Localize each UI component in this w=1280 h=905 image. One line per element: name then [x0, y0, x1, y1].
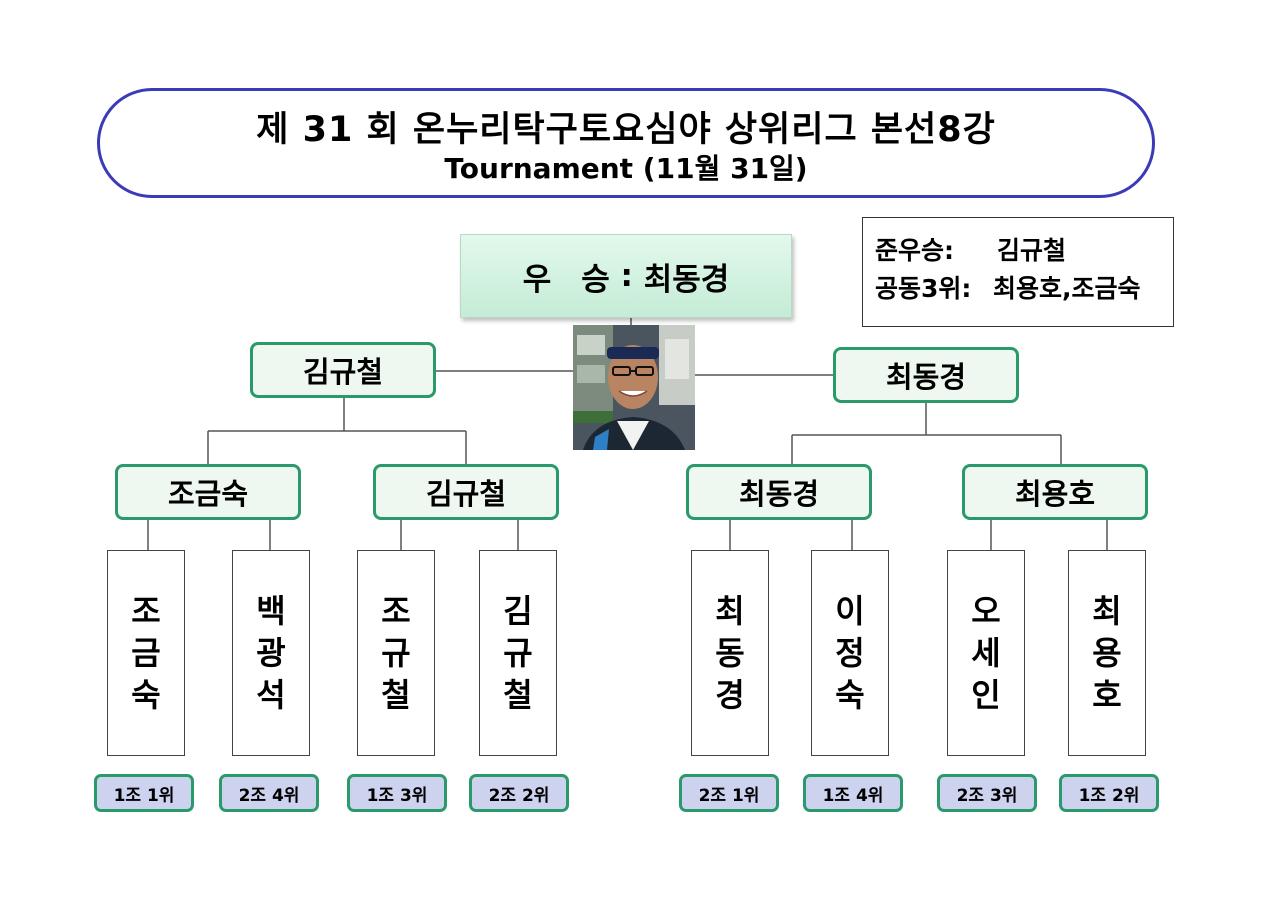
player-name-2: 백광석	[256, 592, 286, 714]
seed-tag-4: 2조 2위	[469, 774, 569, 812]
champion-label-2: 승	[581, 261, 610, 298]
player-box-3: 조규철	[357, 550, 435, 756]
title-banner: 제 31 회 온누리탁구토요심야 상위리그 본선8강 Tournament (1…	[97, 88, 1155, 198]
champion-photo-image	[573, 325, 695, 450]
champion-separator: :	[609, 258, 644, 294]
quarterfinal-4: 최용호	[962, 464, 1148, 520]
runner-up-label: 준우승:	[875, 236, 954, 265]
player-name-8: 최용호	[1092, 592, 1122, 714]
player-box-1: 조금숙	[107, 550, 185, 756]
player-name-5: 최동경	[715, 592, 745, 714]
player-box-5: 최동경	[691, 550, 769, 756]
seed-tag-7: 2조 3위	[937, 774, 1037, 812]
player-name-7: 오세인	[971, 592, 1001, 714]
quarterfinal-3: 최동경	[686, 464, 872, 520]
quarterfinal-2: 김규철	[373, 464, 559, 520]
semifinal-right: 최동경	[833, 347, 1019, 403]
third-place-label: 공동3위:	[875, 274, 972, 303]
player-name-3: 조규철	[381, 592, 411, 714]
semifinal-left: 김규철	[250, 342, 436, 398]
champion-photo	[573, 325, 695, 450]
seed-tag-1: 1조 1위	[94, 774, 194, 812]
champion-name: 최동경	[643, 261, 730, 298]
seed-tag-2: 2조 4위	[219, 774, 319, 812]
player-box-6: 이정숙	[811, 550, 889, 756]
player-name-4: 김규철	[503, 592, 533, 714]
player-box-4: 김규철	[479, 550, 557, 756]
third-place-names: 최용호,조금숙	[993, 274, 1141, 303]
seed-tag-5: 2조 1위	[679, 774, 779, 812]
player-name-1: 조금숙	[131, 592, 161, 714]
results-box: 준우승: 김규철 공동3위: 최용호,조금숙	[862, 217, 1174, 327]
player-box-8: 최용호	[1068, 550, 1146, 756]
champion-label: 우	[522, 261, 552, 298]
seed-tag-6: 1조 4위	[803, 774, 903, 812]
player-name-6: 이정숙	[835, 592, 865, 714]
player-box-2: 백광석	[232, 550, 310, 756]
page-title: 제 31 회 온누리탁구토요심야 상위리그 본선8강	[256, 110, 996, 150]
seed-tag-3: 1조 3위	[347, 774, 447, 812]
quarterfinal-1: 조금숙	[115, 464, 301, 520]
runner-up-name: 김규철	[997, 236, 1067, 265]
seed-tag-8: 1조 2위	[1059, 774, 1159, 812]
page-subtitle: Tournament (11월 31일)	[444, 152, 808, 185]
player-box-7: 오세인	[947, 550, 1025, 756]
